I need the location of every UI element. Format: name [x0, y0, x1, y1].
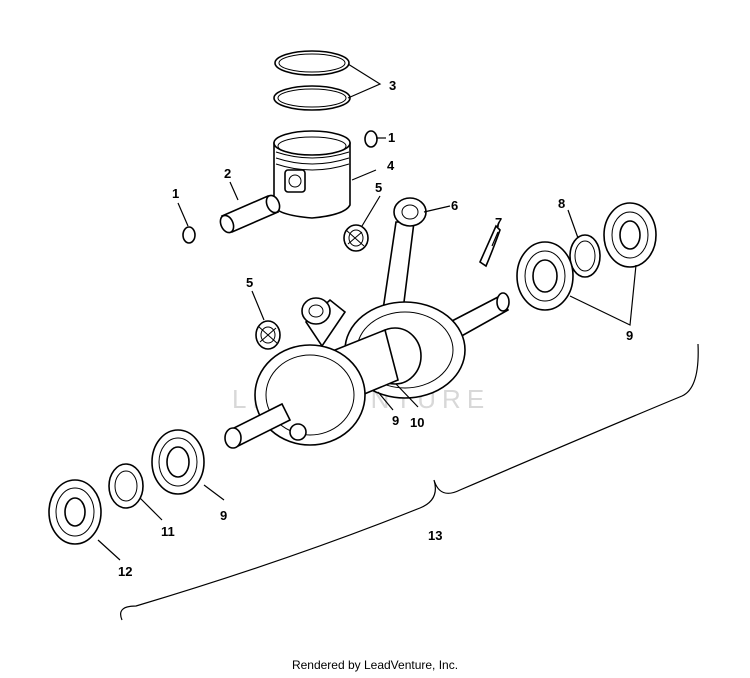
spacer-ring [108, 463, 144, 509]
callout-5-lower: 5 [246, 275, 253, 290]
piston-rings [273, 50, 351, 111]
callout-4: 4 [387, 158, 395, 173]
callout-9-center: 9 [392, 413, 399, 428]
callout-10: 10 [410, 415, 424, 430]
circlip-right [364, 130, 378, 148]
woodruff-key [478, 224, 501, 268]
piston-pin [219, 194, 281, 234]
callout-8: 8 [558, 196, 565, 211]
bearing-lower-left [151, 429, 205, 495]
callout-11: 11 [161, 524, 175, 539]
callout-9-left: 9 [220, 508, 227, 523]
callout-5-upper: 5 [375, 180, 382, 195]
needle-bearing-lower [255, 320, 281, 350]
callout-3: 3 [389, 78, 396, 93]
circlip-left [182, 226, 196, 244]
callout-6: 6 [451, 198, 458, 213]
leader-lines [97, 63, 699, 621]
bearing-right-inner [516, 241, 574, 311]
render-credit: Rendered by LeadVenture, Inc. [291, 658, 459, 672]
shim-ring [569, 234, 601, 278]
callout-7: 7 [495, 215, 502, 230]
bearing-right-outer [603, 202, 657, 268]
callout-12: 12 [118, 564, 132, 579]
crankshaft [224, 292, 510, 449]
callout-9-right: 9 [626, 328, 633, 343]
callout-1-right: 1 [388, 130, 395, 145]
callout-13: 13 [428, 528, 442, 543]
piston [273, 130, 351, 219]
oil-seal [48, 479, 102, 545]
callout-numbers: 3 1 4 2 1 5 6 7 8 9 5 9 10 9 11 13 12 [118, 78, 633, 579]
callout-2: 2 [224, 166, 231, 181]
needle-bearing-upper [343, 224, 369, 252]
callout-1-left: 1 [172, 186, 179, 201]
